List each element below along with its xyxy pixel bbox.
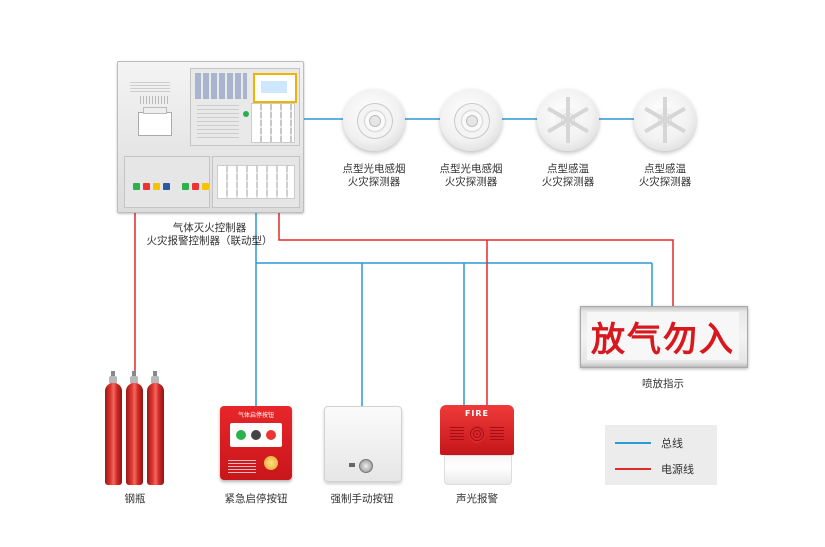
- emergency-start-stop-button-device: 气体启停按钮: [220, 406, 292, 480]
- speaker-icon: [468, 425, 486, 443]
- linkage-control-panel: [212, 156, 300, 208]
- speaker-grill-icon: [450, 427, 464, 441]
- lcd-screen: [253, 73, 297, 103]
- alarm-label: 声光报警: [456, 493, 498, 505]
- sound-light-alarm-device: FIRE: [440, 405, 514, 485]
- controller-label: 气体灭火控制器 火灾报警控制器（联动型）: [117, 222, 302, 248]
- power-line-main: [278, 213, 674, 306]
- key-indicator-icon: [349, 463, 355, 467]
- controller-vent: [140, 96, 168, 104]
- sign-label: 喷放指示: [642, 378, 684, 390]
- center-button-icon: [251, 430, 261, 440]
- emergency-button-label: 紧急启停按钮: [224, 493, 288, 505]
- alarm-housing: FIRE: [440, 405, 514, 455]
- legend-label: 总线: [661, 437, 683, 450]
- legend-label: 电源线: [661, 463, 694, 476]
- alarm-fire-caption: FIRE: [464, 409, 490, 418]
- detector-label: 点型感温 火灾探测器: [541, 163, 595, 188]
- led-indicator-grid: [195, 73, 247, 99]
- legend: 总线 电源线: [605, 425, 717, 485]
- detector-label: 点型光电感烟 火灾探测器: [342, 163, 406, 188]
- printer-icon: [138, 107, 172, 136]
- keypad: [251, 103, 295, 143]
- bus-line-swatch: [615, 442, 651, 444]
- speaker-grill-icon: [490, 427, 504, 441]
- linkage-button-grid: [217, 165, 295, 199]
- button-window: [230, 423, 282, 447]
- panel-text-lines: [197, 105, 239, 139]
- heat-detector-icon: [634, 89, 696, 151]
- cylinder-valve-icon: [130, 371, 138, 384]
- legend-item-power: 电源线: [615, 461, 694, 477]
- power-led-icon: [243, 111, 249, 117]
- detector-label: 点型感温 火灾探测器: [638, 163, 692, 188]
- indicator-lens-icon: [264, 456, 278, 470]
- heat-detector-icon: [537, 89, 599, 151]
- key-switch-icon: [359, 459, 373, 473]
- emergency-button-caption: 气体启停按钮: [237, 412, 274, 419]
- controller-label-plate: [130, 82, 170, 92]
- cylinder-valve-icon: [109, 371, 117, 384]
- manual-button-label: 强制手动按钮: [330, 493, 394, 505]
- device-text-lines: [228, 460, 256, 474]
- gas-cylinder-icon: [105, 383, 122, 485]
- legend-item-bus: 总线: [615, 435, 683, 451]
- gas-cylinder-icon: [126, 383, 143, 485]
- controller-display-panel: [190, 68, 300, 146]
- cylinder-valve-icon: [151, 371, 159, 384]
- detector-label: 点型光电感烟 火灾探测器: [439, 163, 503, 188]
- sign-text: 放气勿入: [587, 312, 739, 360]
- controller-label-line1: 气体灭火控制器: [172, 222, 247, 234]
- gas-cylinder-icon: [147, 383, 164, 485]
- forced-manual-button-device: [324, 406, 402, 482]
- start-button-icon: [236, 430, 246, 440]
- controller-label-line2: 火灾报警控制器（联动型）: [146, 235, 273, 247]
- strobe-light-icon: [444, 455, 512, 485]
- extinguishing-control-panel: [124, 156, 219, 208]
- smoke-detector-icon: [343, 89, 405, 151]
- cylinders-label: 钢瓶: [124, 493, 146, 505]
- stop-button-icon: [266, 430, 276, 440]
- smoke-detector-icon: [440, 89, 502, 151]
- control-button-row: [133, 183, 219, 190]
- discharge-indicator-sign: 放气勿入: [580, 306, 748, 368]
- gas-extinguishing-controller: [117, 61, 304, 213]
- power-line-swatch: [615, 468, 651, 470]
